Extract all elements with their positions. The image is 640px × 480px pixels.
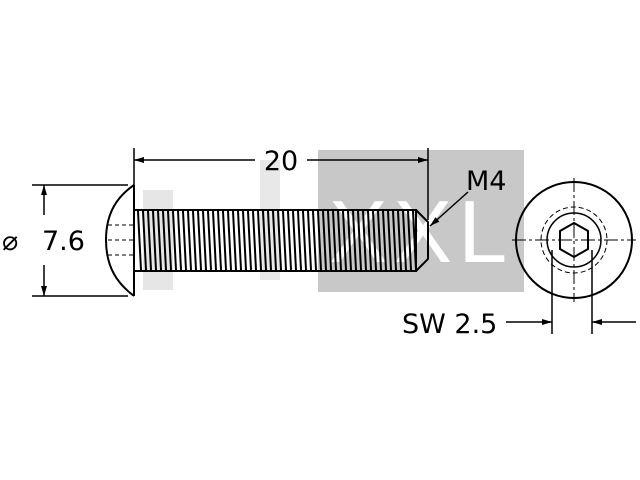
- thread-line: [272, 210, 277, 271]
- thread-line: [412, 210, 417, 271]
- thread-line: [357, 210, 362, 271]
- thread-line: [187, 210, 192, 271]
- thread-line: [227, 210, 232, 271]
- thread-line: [197, 210, 202, 271]
- thread-pattern: [137, 210, 417, 271]
- socket-label: SW 2.5: [402, 309, 497, 340]
- thread-line: [362, 210, 367, 271]
- thread-line: [222, 210, 227, 271]
- thread-line: [392, 210, 397, 271]
- thread-line: [252, 210, 257, 271]
- thread-line: [282, 210, 287, 271]
- thread-line: [182, 210, 187, 271]
- thread-line: [257, 210, 262, 271]
- thread-label: M4: [466, 166, 506, 197]
- thread-line: [382, 210, 387, 271]
- thread-line: [332, 210, 337, 271]
- thread-line: [217, 210, 222, 271]
- thread-line: [397, 210, 402, 271]
- thread-line: [387, 210, 392, 271]
- screw-side-view: [104, 184, 429, 297]
- thread-line: [277, 210, 282, 271]
- thread-line: [167, 210, 172, 271]
- thread-line: [312, 210, 317, 271]
- thread-line: [242, 210, 247, 271]
- thread-line: [142, 210, 147, 271]
- thread-line: [137, 210, 142, 271]
- thread-line: [302, 210, 307, 271]
- socket-dimension: SW 2.5: [402, 250, 636, 340]
- watermark-logo: XXL: [143, 150, 524, 292]
- thread-line: [407, 210, 412, 271]
- diameter-symbol: ⌀: [2, 226, 18, 257]
- thread-line: [192, 210, 197, 271]
- diameter-dimension: ⌀ 7.6: [2, 184, 128, 297]
- thread-line: [262, 210, 267, 271]
- thread-line: [247, 210, 252, 271]
- thread-line: [287, 210, 292, 271]
- thread-line: [267, 210, 272, 271]
- thread-line: [172, 210, 177, 271]
- thread-line: [292, 210, 297, 271]
- watermark-box: [318, 150, 524, 292]
- thread-line: [347, 210, 352, 271]
- screw-end-view: [512, 178, 636, 302]
- thread-line: [237, 210, 242, 271]
- thread-line: [327, 210, 332, 271]
- thread-line: [147, 210, 152, 271]
- thread-line: [377, 210, 382, 271]
- thread-line: [367, 210, 372, 271]
- thread-line: [337, 210, 342, 271]
- thread-line: [152, 210, 157, 271]
- diameter-value: 7.6: [42, 226, 85, 257]
- thread-line: [307, 210, 312, 271]
- thread-line: [352, 210, 357, 271]
- thread-callout: M4: [429, 166, 506, 227]
- thread-line: [232, 210, 237, 271]
- thread-line: [212, 210, 217, 271]
- length-dimension: 20: [133, 146, 429, 220]
- thread-line: [322, 210, 327, 271]
- thread-line: [317, 210, 322, 271]
- thread-line: [372, 210, 377, 271]
- thread-line: [402, 210, 407, 271]
- length-label: 20: [264, 146, 298, 177]
- thread-line: [342, 210, 347, 271]
- thread-line: [202, 210, 207, 271]
- thread-line: [162, 210, 167, 271]
- thread-line: [157, 210, 162, 271]
- thread-line: [207, 210, 212, 271]
- thread-line: [297, 210, 302, 271]
- thread-line: [177, 210, 182, 271]
